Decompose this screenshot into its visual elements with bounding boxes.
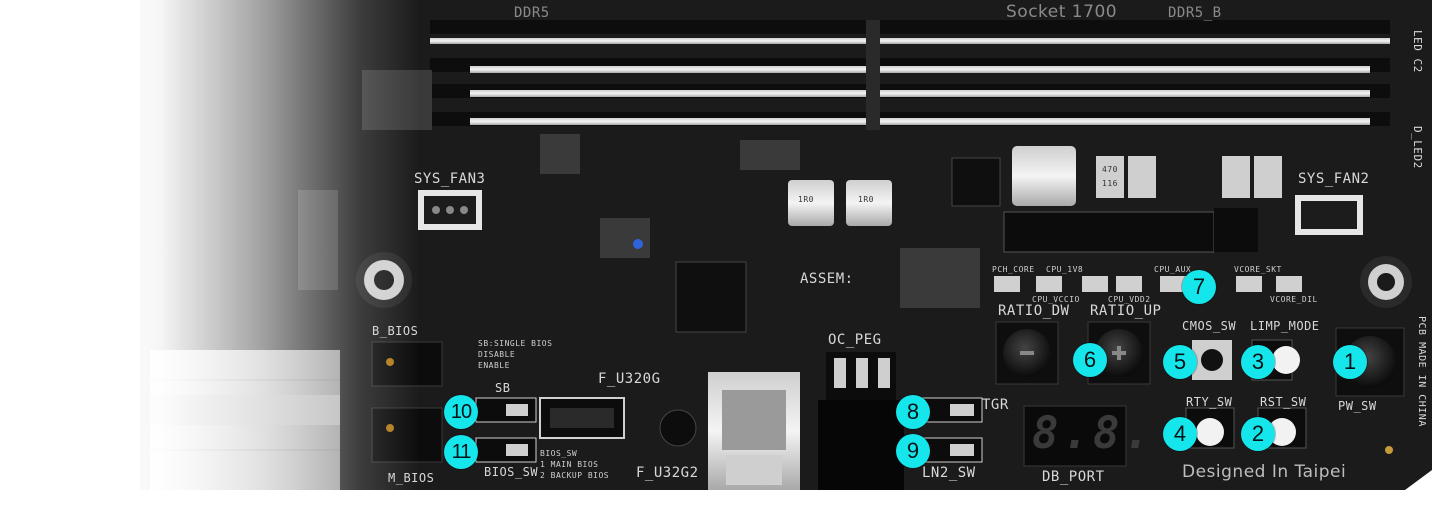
cmos-sw-label: CMOS_SW — [1182, 319, 1237, 333]
sb-disable-label: DISABLE — [478, 350, 516, 359]
rst-sw-label: RST_SW — [1260, 395, 1307, 409]
cpu-vccio-label: CPU_VCCIO — [1032, 295, 1080, 304]
cpu-vdd2-label: CPU_VDD2 — [1108, 295, 1151, 304]
cap-116-label: 116 — [1102, 179, 1118, 188]
inductor-1-label: 1R0 — [798, 195, 814, 204]
mounting-hole-left — [356, 252, 412, 308]
inductor-2-label: 1R0 — [858, 195, 874, 204]
pcb-made-label: PCB MADE IN CHINA — [1416, 316, 1427, 427]
sys-fan2-label: SYS_FAN2 — [1298, 171, 1370, 187]
vcore-skt-label: VCORE_SKT — [1234, 265, 1282, 274]
tgr-label: TGR — [982, 397, 1009, 413]
f-u320g-label: F_U320G — [598, 371, 661, 387]
callout-9: 9 — [896, 434, 930, 468]
inductor-large — [1012, 146, 1076, 206]
mounting-hole-right — [1360, 256, 1412, 308]
ln2-sw-label: LN2_SW — [922, 465, 976, 481]
callout-7: 7 — [1182, 270, 1216, 304]
callout-11: 11 — [444, 435, 478, 469]
controller-chip — [675, 261, 747, 333]
callout-5: 5 — [1163, 345, 1197, 379]
rty-sw-label: RTY_SW — [1186, 395, 1233, 409]
bios-legend-title: BIOS_SW — [540, 449, 578, 458]
callout-1: 1 — [1333, 345, 1367, 379]
cpu-aux-label: CPU_AUX — [1154, 265, 1192, 274]
ddr5-label: DDR5 — [514, 5, 550, 21]
cap-470-label: 470 — [1102, 165, 1118, 174]
callout-4: 4 — [1163, 417, 1197, 451]
cpu-1v8-label: CPU_1V8 — [1046, 265, 1084, 274]
ratio-dw-label: RATIO_DW — [998, 303, 1070, 319]
pw-sw-label: PW_SW — [1338, 399, 1377, 413]
socket-label: Socket 1700 — [1006, 2, 1118, 22]
bios-legend-backup: 2 BACKUP BIOS — [540, 471, 610, 480]
callout-3: 3 — [1241, 345, 1275, 379]
sb-single-label: SB:SINGLE BIOS — [478, 339, 553, 348]
ddr5-b-label: DDR5_B — [1168, 5, 1222, 21]
limp-mode-button — [1272, 346, 1300, 374]
oc-peg-connector — [818, 352, 904, 490]
ratio-up-label: RATIO_UP — [1090, 303, 1162, 319]
limp-mode-label: LIMP_MODE — [1250, 319, 1320, 333]
callout-2: 2 — [1241, 417, 1275, 451]
d-led2-label: D_LED2 — [1411, 126, 1424, 169]
designed-in-taipei: Designed In Taipei — [1182, 462, 1347, 482]
vcore-dil-label: VCORE_DIL — [1270, 295, 1318, 304]
m-bios-chip — [371, 407, 443, 463]
bios-sw-label: BIOS_SW — [484, 465, 539, 479]
m-bios-label: M_BIOS — [388, 471, 435, 485]
callout-6: 6 — [1073, 343, 1107, 377]
rty-button — [1196, 418, 1224, 446]
b-bios-chip — [371, 341, 443, 387]
debug-digits: 8.8. — [1032, 408, 1154, 459]
oc-peg-label: OC_PEG — [828, 332, 882, 348]
sys-fan3-label: SYS_FAN3 — [414, 171, 486, 187]
led-c2-label: LED C2 — [1411, 30, 1424, 73]
b-bios-label: B_BIOS — [372, 324, 419, 338]
callout-10: 10 — [444, 395, 478, 429]
db-port-label: DB_PORT — [1042, 469, 1105, 485]
bios-legend-main: 1 MAIN BIOS — [540, 460, 599, 469]
capacitor — [659, 409, 697, 447]
sb-label: SB — [495, 381, 511, 395]
sb-enable-label: ENABLE — [478, 361, 510, 370]
callout-8: 8 — [896, 395, 930, 429]
pch-core-label: PCH_CORE — [992, 265, 1035, 274]
f-u32g2-label: F_U32G2 — [636, 465, 699, 481]
assem-label: ASSEM: — [800, 271, 854, 287]
